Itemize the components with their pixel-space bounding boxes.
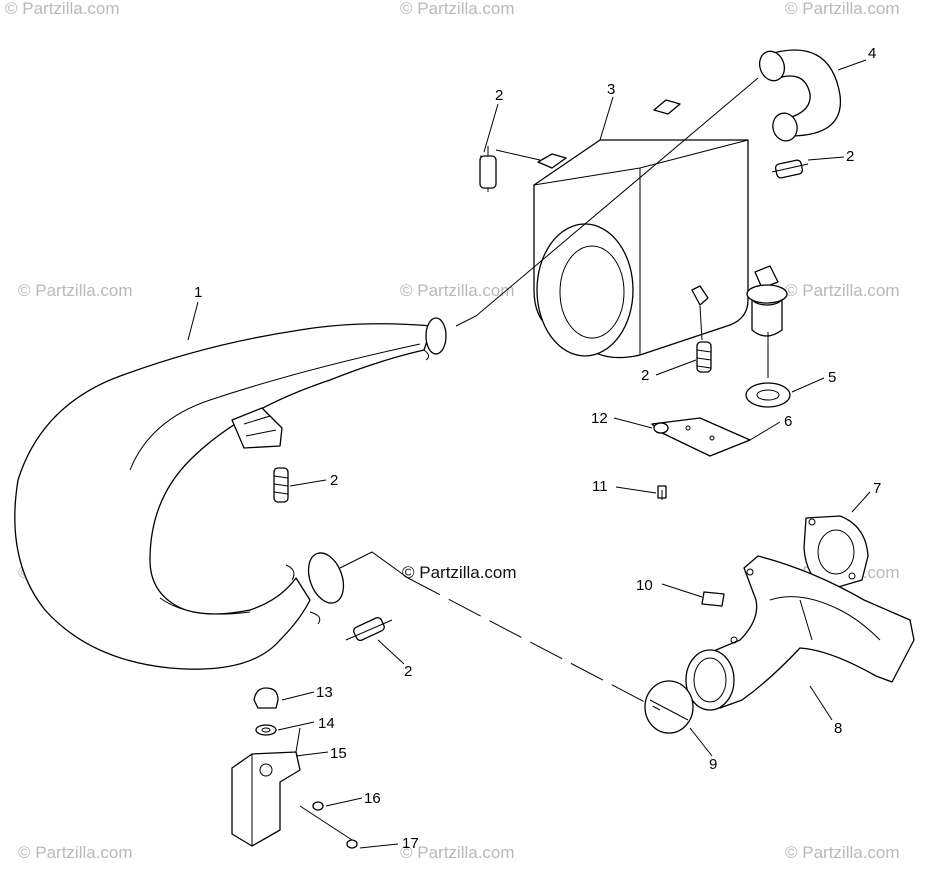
watermark-text: © Partzilla.com: [785, 843, 900, 862]
rubber-mount-part-13: [253, 687, 279, 709]
expansion-chamber-part-1: [14, 317, 447, 670]
washer-part-14: [255, 724, 277, 736]
callout-6: 6: [784, 413, 792, 430]
callout-17: 17: [402, 835, 419, 852]
callout-14: 14: [318, 715, 335, 732]
watermark-text: © Partzilla.com: [18, 843, 133, 862]
stud-part-10: [701, 591, 725, 607]
callout-9: 9: [709, 756, 717, 773]
watermark-center-text: © Partzilla.com: [402, 563, 517, 582]
spring-part-2b: [771, 159, 809, 179]
watermark-text: © Partzilla.com: [5, 0, 120, 18]
callout-labels: 1 2 2 2 2 2 3 4 5 6 7 8 9 10 11 12 13 14…: [194, 45, 881, 852]
gasket-part-5: [745, 382, 791, 408]
callout-15: 15: [330, 745, 347, 762]
callout-1: 1: [194, 284, 202, 301]
callout-16: 16: [364, 790, 381, 807]
bend-pipe-part-4: [758, 49, 842, 142]
callout-4: 4: [868, 45, 876, 62]
plate-part-6: [651, 417, 751, 457]
callout-11: 11: [592, 478, 608, 495]
bolt-part-16: [312, 801, 324, 811]
callout-10: 10: [636, 577, 653, 594]
callout-12: 12: [591, 410, 608, 427]
assembly-lines: [295, 77, 769, 841]
spring-part-2a: [479, 146, 497, 192]
callout-2: 2: [330, 472, 338, 489]
watermark-text: © Partzilla.com: [18, 281, 133, 300]
spring-part-2c: [696, 341, 712, 373]
callout-2: 2: [404, 663, 412, 680]
watermark-text: © Partzilla.com: [785, 0, 900, 18]
seal-part-9: [644, 680, 694, 734]
nut-part-12: [653, 422, 669, 434]
spring-part-2e: [345, 616, 393, 642]
callout-2: 2: [846, 148, 854, 165]
watermark-text: © Partzilla.com: [400, 0, 515, 18]
callout-2: 2: [641, 367, 649, 384]
manifold-part-8: [685, 555, 915, 711]
spring-part-2d: [273, 467, 289, 503]
watermark-text: © Partzilla.com: [400, 843, 515, 862]
callout-leaders: [187, 59, 871, 849]
flange-gasket-part-7: [803, 515, 869, 591]
callout-5: 5: [828, 369, 836, 386]
callout-3: 3: [607, 81, 615, 98]
watermark-text: © Partzilla.com: [400, 281, 515, 300]
muffler-part-3: [533, 99, 788, 359]
callout-8: 8: [834, 720, 842, 737]
callout-13: 13: [316, 684, 333, 701]
watermark-text: © Partzilla.com: [785, 281, 900, 300]
bracket-part-15: [231, 751, 301, 847]
nut-part-17: [346, 839, 358, 849]
callout-7: 7: [873, 480, 881, 497]
callout-2: 2: [495, 87, 503, 104]
